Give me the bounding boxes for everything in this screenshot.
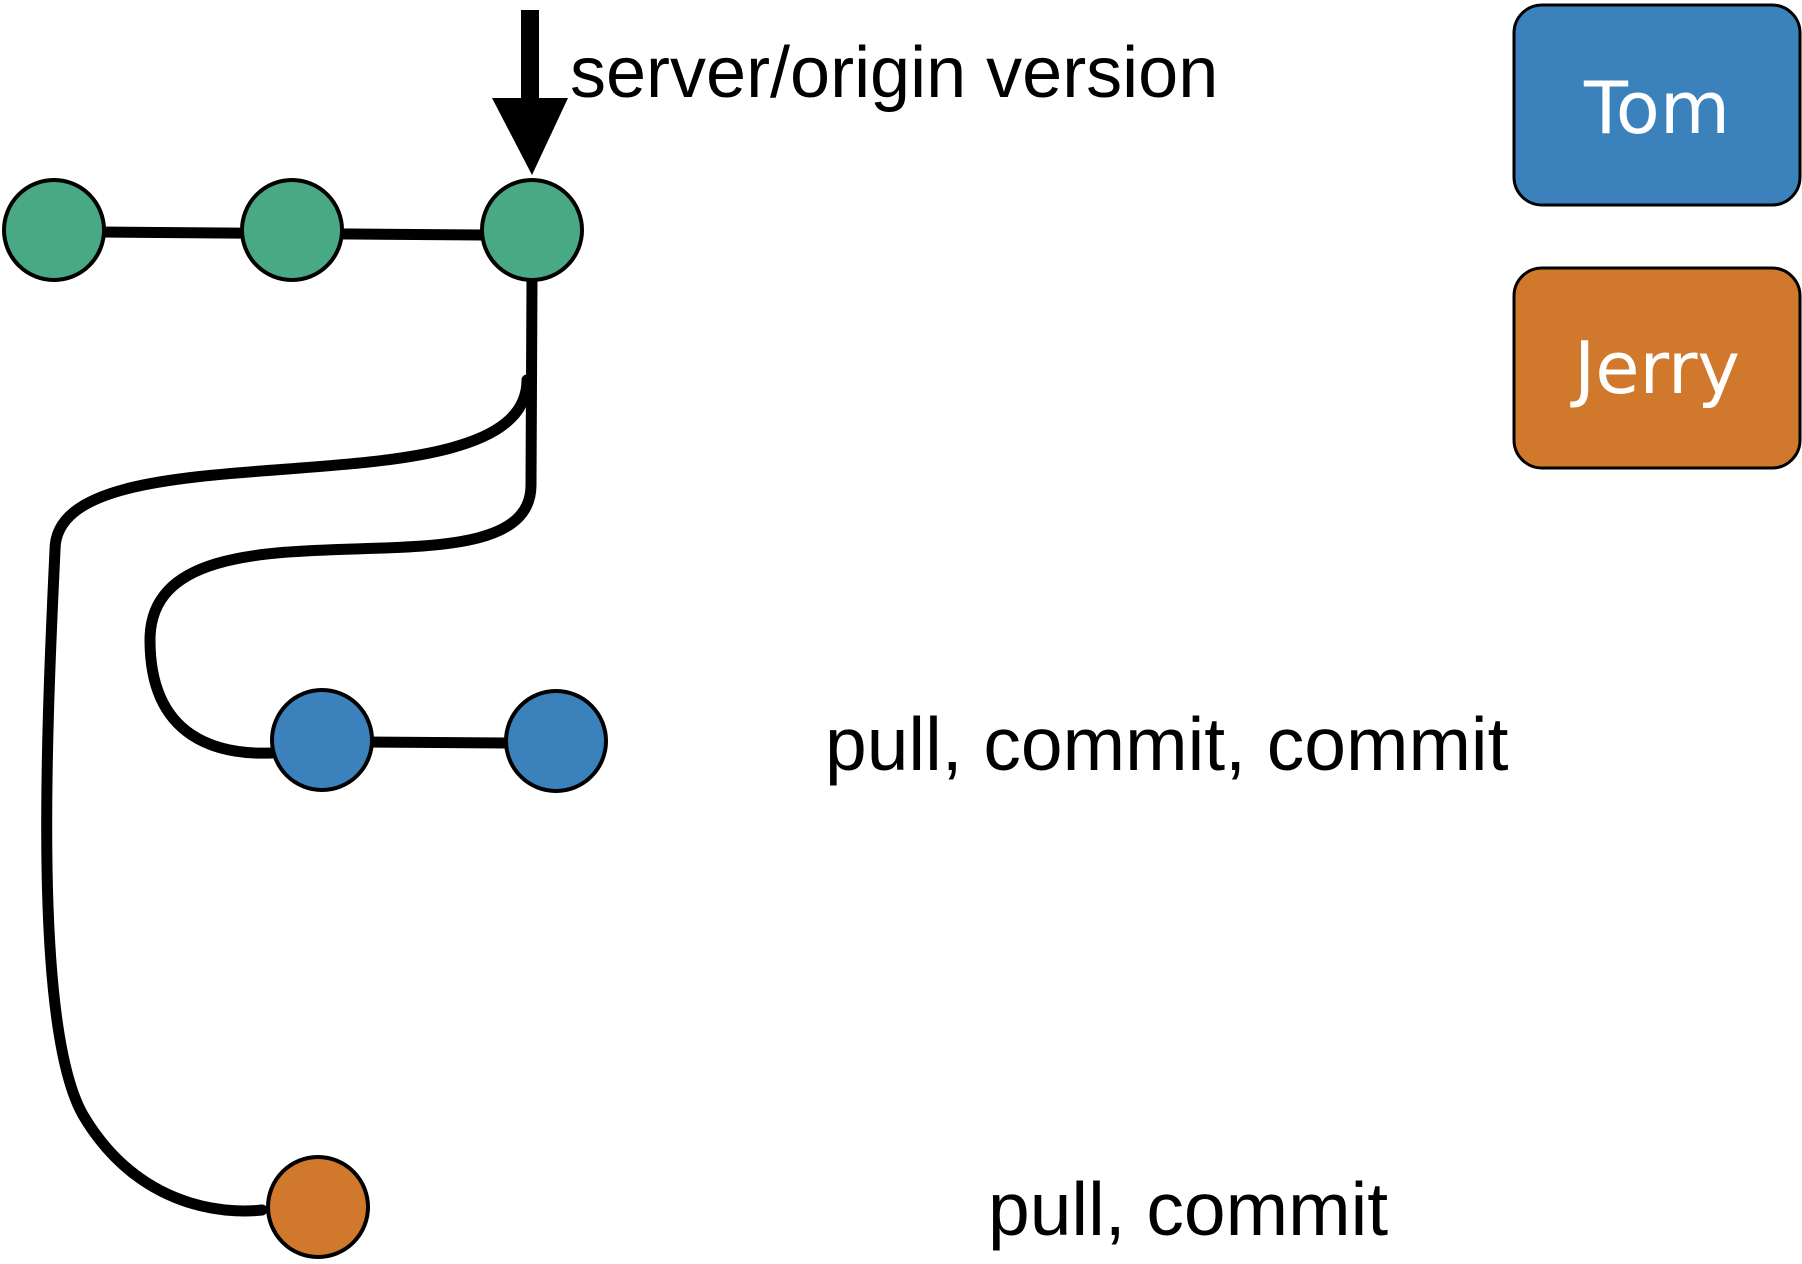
legend-tom: Tom xyxy=(1512,3,1802,207)
server-commit-1 xyxy=(2,178,106,282)
jerry-action-label: pull, commit xyxy=(988,1167,1388,1251)
tom-commit-2 xyxy=(504,689,608,793)
tom-branch-line xyxy=(144,272,538,759)
tom-action-label: pull, commit, commit xyxy=(825,702,1509,786)
tom-commit-line xyxy=(367,736,507,749)
server-commit-2 xyxy=(240,178,344,282)
jerry-commit-1 xyxy=(266,1155,370,1259)
legend-tom-label: Tom xyxy=(1583,66,1730,150)
legend-tom-box xyxy=(1512,3,1802,207)
server-version-label: server/origin version xyxy=(570,33,1218,113)
legend-jerry-label: Jerry xyxy=(1570,326,1740,410)
jerry-branch-line xyxy=(41,374,533,1217)
legend-jerry-box xyxy=(1512,266,1802,470)
tom-commit-1 xyxy=(270,688,374,792)
server-commit-3 xyxy=(480,178,584,282)
server-arrow-head xyxy=(492,98,568,175)
legend-jerry: Jerry xyxy=(1512,266,1802,470)
